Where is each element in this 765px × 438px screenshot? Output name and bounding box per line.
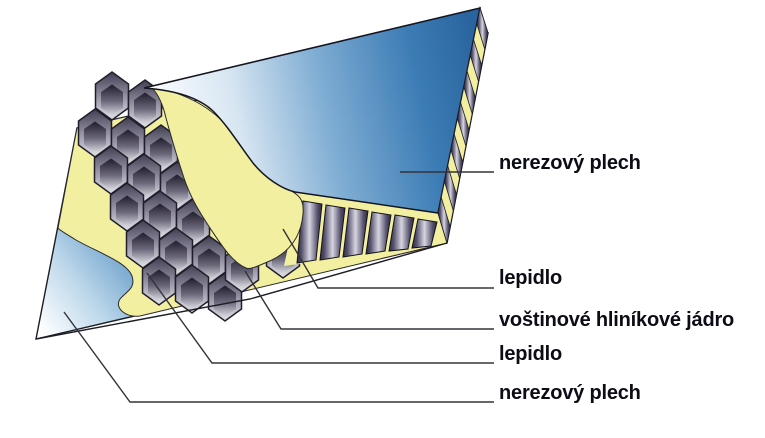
leader-lower-adhesive [146, 272, 494, 364]
leader-core [244, 270, 494, 330]
top-sheet-layer [143, 6, 481, 214]
label-bottom-sheet: nerezový plech [499, 382, 641, 404]
leader-bottom-sheet [63, 311, 494, 403]
panel-front-edge [35, 242, 448, 340]
leader-upper-adhesive [282, 228, 494, 289]
leader-lines [63, 171, 494, 403]
right-edge-cells [437, 6, 489, 244]
label-honeycomb-core: voštinové hliníkové jádro [499, 309, 735, 331]
label-top-sheet: nerezový plech [499, 152, 641, 174]
label-lower-adhesive: lepidlo [499, 343, 563, 365]
label-upper-adhesive: lepidlo [499, 267, 563, 289]
